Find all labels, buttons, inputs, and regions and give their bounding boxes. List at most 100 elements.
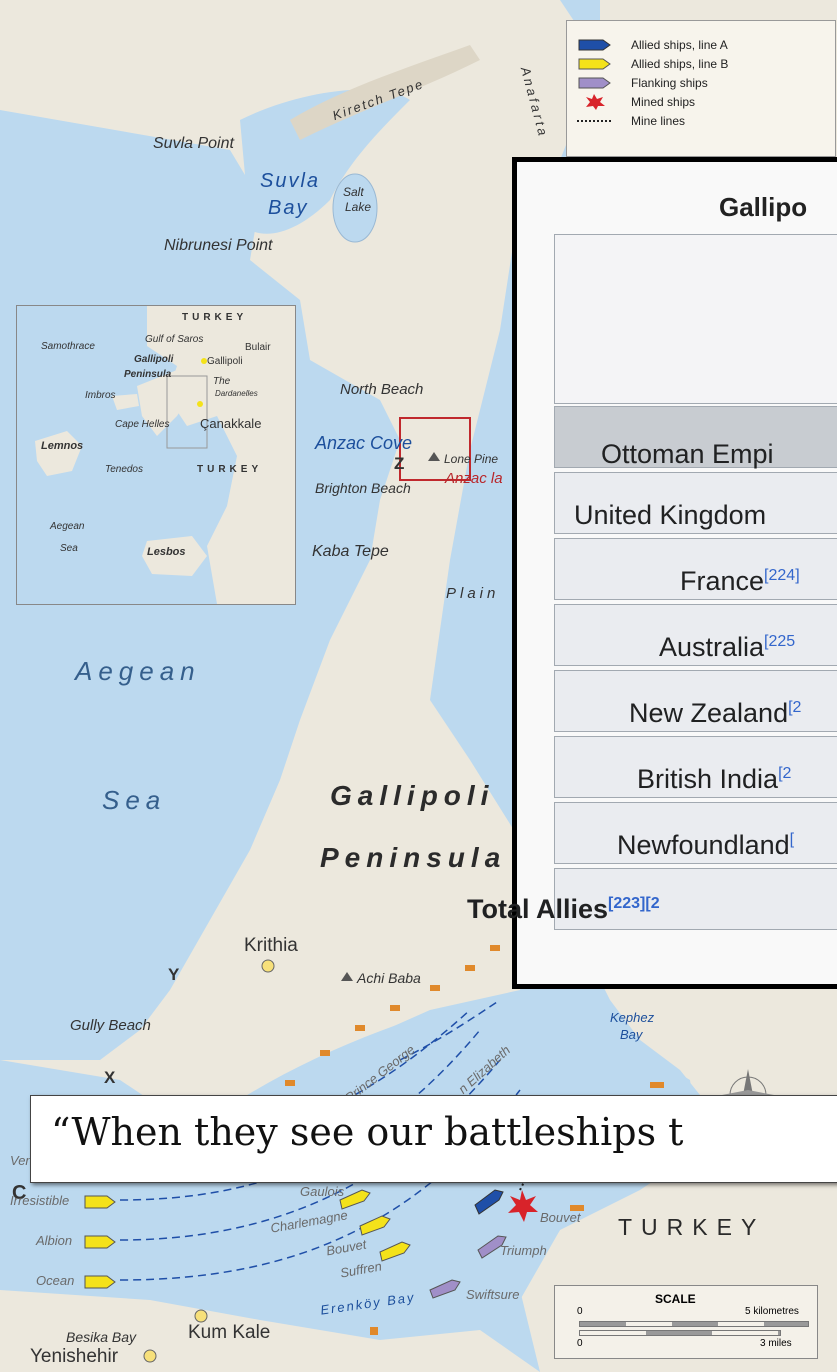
- legend-label-mine-lines: Mine lines: [631, 114, 686, 128]
- legend-item-mined: Mined ships: [577, 93, 695, 111]
- label-anzac-landing: Anzac la: [445, 470, 503, 487]
- scale-bar-miles: [579, 1330, 781, 1336]
- inset-label-peninsula: Peninsula: [124, 369, 172, 380]
- label-sea: Sea: [102, 785, 167, 815]
- row-ref-british-india[interactable]: [2: [778, 765, 792, 782]
- scale-miles: 3 miles: [760, 1338, 792, 1349]
- inset-label-imbros: Imbros: [85, 390, 116, 401]
- legend-swatch-line-a: [578, 39, 611, 51]
- label-gallipoli: Gallipoli: [330, 780, 495, 811]
- table-row: [554, 604, 837, 666]
- label-ship-irresistible: Irresistible: [10, 1193, 70, 1208]
- row-ref-newfoundland[interactable]: [: [789, 831, 795, 848]
- label-lone-pine: Lone Pine: [444, 452, 499, 466]
- label-kaba-tepe: Kaba Tepe: [312, 543, 389, 560]
- label-nibrunesi-point: Nibrunesi Point: [164, 237, 273, 254]
- label-ship-albion: Albion: [36, 1233, 73, 1248]
- inset-label-gallipoli: Gallipoli: [134, 354, 174, 365]
- yenishehir-marker: [143, 1349, 157, 1363]
- legend-item-line-b: Allied ships, line B: [577, 55, 728, 73]
- table-row: [554, 802, 837, 864]
- row-ref-australia[interactable]: [225: [764, 633, 796, 650]
- label-z-beach: Z: [394, 454, 405, 473]
- label-brighton-beach: Brighton Beach: [315, 480, 411, 496]
- mined-ship-bouvet: [508, 1190, 538, 1222]
- label-besika-bay: Besika Bay: [66, 1329, 137, 1345]
- inset-label-samothrace: Samothrace: [41, 341, 95, 352]
- inset-label-gulf-of-saros: Gulf of Saros: [145, 334, 204, 345]
- kiretch-ridge: [290, 45, 480, 140]
- krithia-marker: [261, 959, 275, 973]
- scale-km: 5 kilometres: [745, 1306, 799, 1317]
- table-row: [554, 670, 837, 732]
- inset-label-lemnos: Lemnos: [41, 440, 84, 452]
- quote-text: “When they see our battleships t: [51, 1110, 684, 1154]
- inset-label-canakkale: Çanakkale: [200, 416, 262, 431]
- inset-label-gallipoli-town: Gallipoli: [207, 356, 243, 367]
- label-lake: Lake: [345, 200, 372, 214]
- panel-header-cell: [554, 234, 837, 404]
- label-turkey: TURKEY: [618, 1214, 766, 1240]
- inset-label-lesbos: Lesbos: [147, 546, 186, 558]
- label-plain: Plain: [446, 585, 500, 602]
- label-yenishehir: Yenishehir: [30, 1346, 119, 1367]
- label-krithia: Krithia: [244, 935, 298, 956]
- label-ship-bouvet: Bouvet: [540, 1210, 581, 1225]
- row-label-british-india: British India[2: [637, 764, 792, 794]
- scale-bar-km: [579, 1321, 809, 1327]
- row-ref-new-zealand[interactable]: [2: [788, 699, 802, 716]
- legend-swatch-flanking: [578, 77, 611, 89]
- inset-label-sea: Sea: [60, 543, 78, 554]
- scale-zero-km: 0: [577, 1306, 583, 1317]
- inset-label-tenedos: Tenedos: [105, 464, 143, 475]
- label-kephez: Kephez: [610, 1010, 655, 1025]
- achi-baba-marker: [341, 972, 353, 981]
- label-gully-beach: Gully Beach: [70, 1017, 151, 1034]
- row-ref-france[interactable]: [224]: [764, 567, 800, 584]
- label-north-beach: North Beach: [340, 381, 424, 398]
- row-label-uk: United Kingdom: [574, 500, 767, 530]
- label-ship-triumph: Triumph: [500, 1243, 547, 1258]
- inset-label-cape-helles: Cape Helles: [115, 419, 170, 430]
- label-achi-baba: Achi Baba: [357, 970, 421, 986]
- table-row: [554, 472, 837, 534]
- inset-map: TURKEY Samothrace Gulf of Saros Bulair G…: [16, 305, 296, 605]
- row-label-new-zealand: New Zealand[2: [629, 698, 802, 728]
- scale-zero-miles: 0: [577, 1338, 583, 1349]
- row-label-newfoundland: Newfoundland[: [617, 830, 795, 860]
- row-label-australia: Australia[225: [659, 632, 796, 662]
- legend-label-line-a: Allied ships, line A: [631, 38, 728, 52]
- legend-swatch-line-b: [578, 58, 611, 70]
- label-y-beach: Y: [168, 965, 180, 984]
- scale-bar: SCALE 0 5 kilometres 0 3 miles: [554, 1285, 818, 1359]
- legend-swatch-mine-lines: [577, 120, 611, 122]
- suvla-bay: [240, 89, 410, 234]
- inset-label-dardanelles: Dardanelles: [215, 389, 258, 398]
- label-salt: Salt: [343, 185, 364, 199]
- ships-flanking: [429, 1235, 507, 1299]
- kum-kale-marker: [194, 1309, 208, 1323]
- inset-label-bulair: Bulair: [245, 342, 271, 353]
- forts: [285, 945, 664, 1335]
- label-ship-gaulois: Gaulois: [300, 1184, 345, 1199]
- table-row: [554, 736, 837, 798]
- label-suvla: Suvla: [260, 170, 321, 192]
- legend-item-mine-lines: Mine lines: [577, 112, 685, 130]
- quote-caption: “When they see our battleships t: [30, 1095, 837, 1183]
- label-kum-kale: Kum Kale: [188, 1322, 271, 1343]
- salt-lake: [332, 173, 378, 243]
- row-ref-total-allies[interactable]: [223][2: [608, 895, 660, 912]
- anzac-area-box: [399, 417, 471, 481]
- table-row: [554, 406, 837, 468]
- label-c: C: [12, 1182, 27, 1204]
- inset-label-aegean: Aegean: [50, 521, 85, 532]
- casualties-panel: Gallipo Ottoman Empi United Kingdom Fran…: [467, 157, 837, 989]
- inset-land: [35, 306, 295, 604]
- legend-label-flanking: Flanking ships: [631, 76, 708, 90]
- row-label-ottoman: Ottoman Empi: [601, 439, 774, 469]
- legend-item-flanking: Flanking ships: [577, 74, 708, 92]
- label-x-beach: X: [104, 1068, 116, 1087]
- row-label-total-allies: Total Allies[223][2: [467, 894, 660, 924]
- legend-item-line-a: Allied ships, line A: [577, 36, 728, 54]
